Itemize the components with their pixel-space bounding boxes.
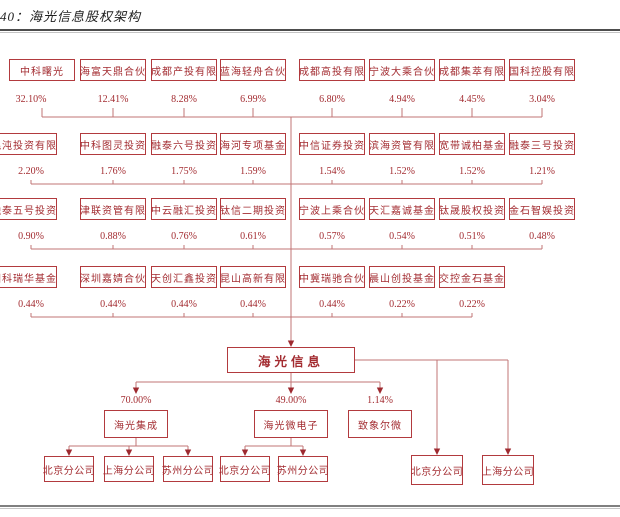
shareholder-pct: 3.04%	[529, 94, 555, 105]
shareholder-box: 钛信二期投资	[220, 198, 286, 220]
bottom-rule	[0, 505, 620, 507]
shareholder-box: 国科瑞华基金	[0, 266, 57, 288]
company-box: 海光信息	[227, 347, 355, 373]
shareholder-box: 宁波大乘合伙	[369, 59, 435, 81]
shareholder-pct: 0.44%	[171, 299, 197, 310]
shareholder-box: 中科图灵投资	[80, 133, 146, 155]
shareholder-box: 中科曙光	[9, 59, 75, 81]
shareholder-box: 成都集萃有限	[439, 59, 505, 81]
shareholder-box: 融泰三号投资	[509, 133, 575, 155]
shareholder-box: 中信证券投资	[299, 133, 365, 155]
subsidiary-box: 海光微电子	[254, 410, 328, 438]
shareholder-pct: 2.20%	[18, 166, 44, 177]
shareholder-pct: 0.48%	[529, 231, 555, 242]
shareholder-pct: 0.44%	[18, 299, 44, 310]
subsidiary-box: 致象尔微	[348, 410, 412, 438]
shareholder-pct: 0.22%	[389, 299, 415, 310]
shareholder-box: 融泰六号投资	[151, 133, 217, 155]
subsidiary-pct: 1.14%	[367, 395, 393, 406]
subsidiary-pct: 49.00%	[275, 395, 307, 406]
figure-title: 40：海光信息股权架构	[0, 9, 142, 24]
subsidiary-pct: 70.00%	[120, 395, 152, 406]
shareholder-pct: 1.75%	[171, 166, 197, 177]
shareholder-pct: 12.41%	[97, 94, 129, 105]
shareholder-pct: 1.52%	[389, 166, 415, 177]
top-rule-shadow	[0, 32, 620, 33]
subsidiary-box: 海光集成	[104, 410, 168, 438]
shareholder-box: 交控金石基金	[439, 266, 505, 288]
shareholder-pct: 0.88%	[100, 231, 126, 242]
shareholder-box: 成都产投有限	[151, 59, 217, 81]
shareholder-box: 钛晟股权投资	[439, 198, 505, 220]
shareholder-box: 津联资管有限	[80, 198, 146, 220]
shareholder-box: 中云融汇投资	[151, 198, 217, 220]
shareholder-pct: 0.57%	[319, 231, 345, 242]
shareholder-pct: 0.44%	[240, 299, 266, 310]
shareholder-box: 深圳嘉婧合伙	[80, 266, 146, 288]
shareholder-box: 金石智娱投资	[509, 198, 575, 220]
shareholder-pct: 0.44%	[319, 299, 345, 310]
shareholder-pct: 6.80%	[319, 94, 345, 105]
shareholder-pct: 0.44%	[100, 299, 126, 310]
shareholder-pct: 32.10%	[15, 94, 47, 105]
direct-branch-box: 北京分公司	[411, 455, 463, 485]
shareholder-pct: 8.28%	[171, 94, 197, 105]
shareholder-box: 天创汇鑫投资	[151, 266, 217, 288]
shareholder-pct: 6.99%	[240, 94, 266, 105]
branch-box: 上海分公司	[103, 456, 155, 482]
shareholder-pct: 1.54%	[319, 166, 345, 177]
shareholder-box: 海富天鼎合伙	[80, 59, 146, 81]
shareholder-box: 融泰五号投资	[0, 198, 57, 220]
shareholder-pct: 0.90%	[18, 231, 44, 242]
shareholder-box: 宽带诚柏基金	[439, 133, 505, 155]
bottom-rule-shadow	[0, 508, 620, 509]
shareholder-pct: 1.21%	[529, 166, 555, 177]
shareholder-box: 蓝海轻舟合伙	[220, 59, 286, 81]
shareholder-pct: 4.94%	[389, 94, 415, 105]
shareholder-pct: 1.59%	[240, 166, 266, 177]
shareholder-pct: 1.76%	[100, 166, 126, 177]
shareholder-box: 宁波上乘合伙	[299, 198, 365, 220]
branch-box: 北京分公司	[219, 456, 271, 482]
shareholder-box: 中冀瑞驰合伙	[299, 266, 365, 288]
branch-box: 苏州分公司	[277, 456, 329, 482]
shareholder-box: 天汇嘉诚基金	[369, 198, 435, 220]
direct-branch-box: 上海分公司	[482, 455, 534, 485]
shareholder-box: 昆山高新有限	[220, 266, 286, 288]
shareholder-box: 混沌投资有限	[0, 133, 57, 155]
shareholder-pct: 0.22%	[459, 299, 485, 310]
shareholder-box: 国科控股有限	[509, 59, 575, 81]
shareholder-pct: 4.45%	[459, 94, 485, 105]
shareholder-box: 海河专项基金	[220, 133, 286, 155]
shareholder-pct: 0.61%	[240, 231, 266, 242]
branch-box: 北京分公司	[43, 456, 95, 482]
top-rule	[0, 29, 620, 31]
shareholder-pct: 0.76%	[171, 231, 197, 242]
shareholder-pct: 0.51%	[459, 231, 485, 242]
shareholder-pct: 1.52%	[459, 166, 485, 177]
branch-box: 苏州分公司	[162, 456, 214, 482]
shareholder-box: 成都高投有限	[299, 59, 365, 81]
shareholder-pct: 0.54%	[389, 231, 415, 242]
shareholder-box: 晨山创投基金	[369, 266, 435, 288]
shareholder-box: 滨海资管有限	[369, 133, 435, 155]
